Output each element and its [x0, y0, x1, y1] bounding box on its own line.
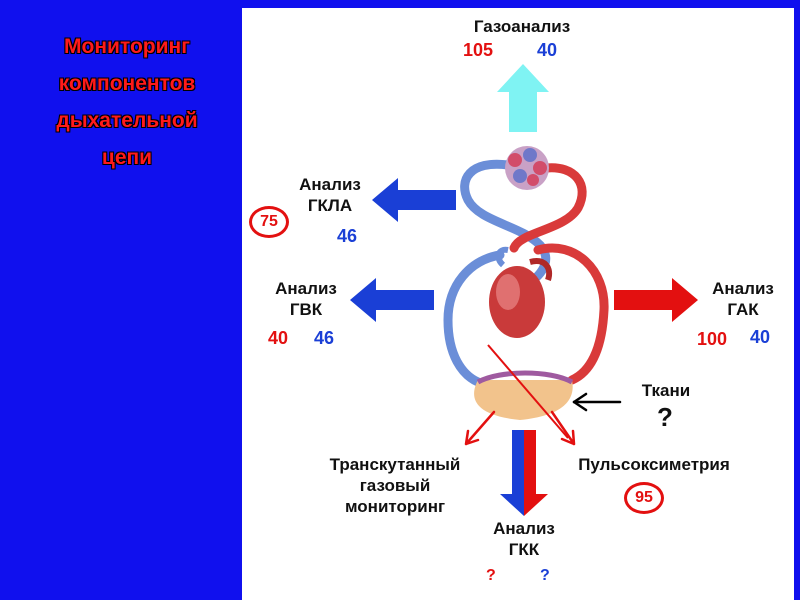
arterial-vessel [533, 243, 609, 385]
gak-red-value: 100 [697, 329, 728, 349]
title-line: дыхательной [56, 109, 198, 132]
transcutaneous-label-line: газовый [359, 476, 431, 495]
transcutaneous-label-line: мониторинг [344, 497, 446, 516]
transcutaneous-arrow [464, 410, 496, 446]
gak-label-line: Анализ [712, 279, 774, 298]
gak-blue-value: 40 [750, 327, 771, 347]
gvk-blue-value: 46 [314, 328, 335, 348]
tissue-bed [474, 370, 574, 420]
gvk-red-value: 40 [268, 328, 289, 348]
pulse-oximetry-value: 95 [624, 482, 664, 514]
gak-label-line: ГАК [727, 300, 759, 319]
title-line: компонентов [58, 72, 196, 95]
gas-analysis-label: Газоанализ [473, 17, 571, 36]
gas-analysis-blue-value: 40 [537, 40, 558, 60]
gak-label: Анализ ГАК [695, 278, 791, 320]
gvk-label-line: Анализ [275, 279, 337, 298]
tissues-label: Ткани [641, 381, 691, 400]
venous-vessel [443, 250, 505, 387]
gvk-label-line: ГВК [289, 300, 323, 319]
gak-arrow [614, 278, 698, 322]
title-line: цепи [101, 146, 153, 169]
alveoli-cluster [505, 146, 549, 190]
pulse-oximetry-label: Пульсоксиметрия [578, 455, 730, 474]
heart [489, 246, 552, 338]
pulse-line [487, 344, 569, 439]
gkla-label-line: ГКЛА [307, 196, 353, 215]
slide-title: Мониторинг компонентов дыхательной цепи [22, 28, 232, 176]
gkk-arrow [500, 430, 548, 516]
transcutaneous-label-line: Транскутанный [329, 455, 461, 474]
tissues-value: ? [657, 402, 673, 432]
tissues-arrow [572, 392, 622, 412]
gkk-label: Анализ ГКК [474, 518, 574, 560]
pulse-oximetry-arrow [550, 410, 576, 446]
venous-vessel [460, 159, 551, 293]
gkla-arrow [372, 178, 456, 222]
arterial-vessel [509, 163, 587, 253]
gkla-blue-value: 46 [337, 226, 358, 246]
gkk-label-line: Анализ [493, 519, 555, 538]
gkla-label-line: Анализ [299, 175, 361, 194]
gkk-blue-value: ? [540, 567, 550, 584]
exhale-arrow [497, 64, 549, 132]
transcutaneous-label: Транскутанный газовый мониторинг [300, 454, 490, 517]
gkla-label: Анализ ГКЛА [282, 174, 378, 216]
gvk-arrow [350, 278, 434, 322]
gas-analysis-red-value: 105 [463, 40, 494, 60]
gkla-red-value: 75 [249, 206, 289, 238]
title-line: Мониторинг [64, 35, 190, 58]
gvk-label: Анализ ГВК [258, 278, 354, 320]
gkk-label-line: ГКК [508, 540, 540, 559]
gkk-red-value: ? [486, 567, 496, 584]
